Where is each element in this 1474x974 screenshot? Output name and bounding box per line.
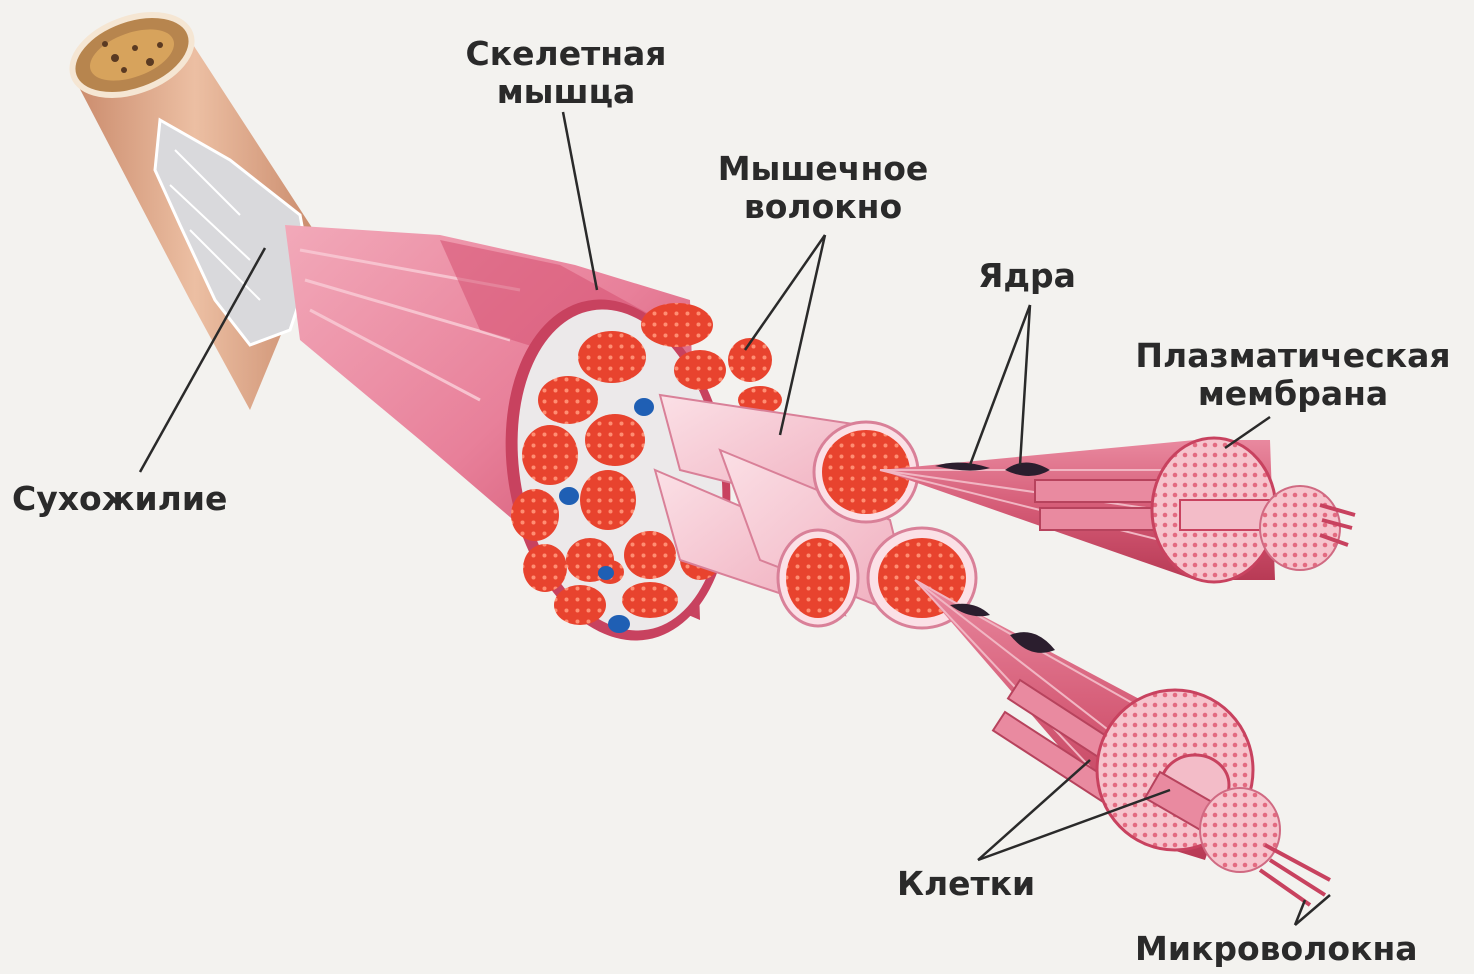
label-muscle-fiber: Мышечное волокно [707, 150, 939, 226]
label-skeletal-muscle-line2: мышца [452, 73, 680, 111]
label-skeletal-muscle: Скелетная мышца [452, 35, 680, 111]
label-muscle-fiber-line1: Мышечное [707, 150, 939, 188]
label-nuclei: Ядра [978, 257, 1076, 295]
label-plasma-membrane-line1: Плазматическая [1118, 337, 1468, 375]
label-microfibers: Микроволокна [1135, 930, 1418, 968]
label-cells: Клетки [897, 865, 1035, 903]
myofibril-lower [915, 580, 1330, 905]
label-plasma-membrane: Плазматическая мембрана [1118, 337, 1468, 413]
label-skeletal-muscle-line1: Скелетная [452, 35, 680, 73]
label-muscle-fiber-line2: волокно [707, 188, 939, 226]
label-tendon: Сухожилие [12, 480, 227, 518]
label-plasma-membrane-line2: мембрана [1118, 375, 1468, 413]
